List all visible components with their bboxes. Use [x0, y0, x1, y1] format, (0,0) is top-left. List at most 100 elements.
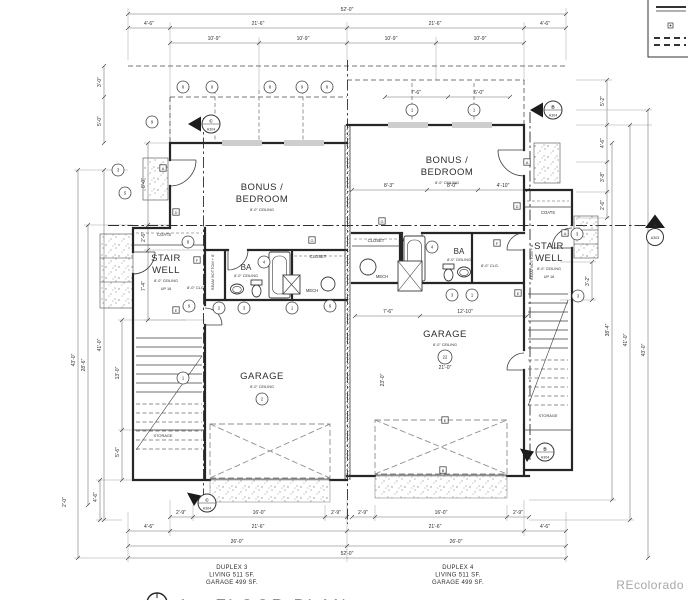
- section-letter: C: [205, 498, 209, 503]
- dim-text: 21'-6": [252, 21, 265, 27]
- dim-text: 16'-0": [253, 510, 266, 516]
- ceiling-note: 8'-0" CEILING: [154, 279, 178, 283]
- section-sheet: A304: [207, 128, 215, 132]
- closet-coats-label: COATS: [541, 210, 555, 215]
- dim-text: 10'-9": [297, 36, 310, 42]
- stairs-left: [135, 337, 203, 451]
- garage-doors: [209, 419, 508, 503]
- dim-text: 10'-9": [208, 36, 221, 42]
- dim-text: 4'-6": [144, 21, 154, 27]
- duplex4-garage-sf: GARAGE 499 SF.: [432, 580, 484, 586]
- dim-text: 43'-0": [641, 343, 647, 356]
- dim-text: 3'-0": [97, 77, 103, 87]
- tag: F: [496, 241, 499, 246]
- tag: A: [162, 166, 165, 171]
- mech-label: MECH: [376, 274, 388, 279]
- ceiling-note: 8'-0" CEILING: [435, 181, 459, 185]
- ceiling-note: 8'-0" CEILING: [250, 385, 274, 389]
- dim-text: 2'-9": [358, 510, 368, 516]
- clg-note: 8'-0" CLG.: [187, 285, 205, 290]
- dim-text: 43'-0": [71, 353, 77, 366]
- closet-label: CLOSET: [368, 238, 385, 243]
- dim-text: 4'-6": [540, 524, 550, 530]
- watermark: REcolorado: [616, 578, 684, 592]
- dim-text: 21'-0": [439, 365, 452, 371]
- dim-text: 2'-9": [513, 510, 523, 516]
- dim-text: 4'-10": [497, 183, 510, 189]
- room-bonus-bedroom: BEDROOM: [421, 167, 474, 178]
- dim-text: 4'-6": [93, 492, 99, 502]
- ceiling-note: 8'-0" CEILING: [447, 258, 471, 262]
- dim-text: 7'-6": [411, 90, 421, 96]
- keynote: 2: [261, 397, 264, 402]
- dim-text: 23'-0": [380, 373, 386, 386]
- room-bonus-bedroom: BONUS /: [426, 155, 469, 166]
- dim-text: 28'-6": [81, 358, 87, 371]
- duplex4-name: DUPLEX 4: [442, 565, 474, 571]
- ceiling-note: 8'-0" CEILING: [234, 274, 258, 278]
- tag: F: [196, 258, 199, 263]
- closet-label: CLOSET: [310, 254, 327, 259]
- keynote: 6: [329, 304, 332, 309]
- up-note: UP 16: [161, 287, 171, 291]
- dim-text: 41'-0": [623, 333, 629, 346]
- room-stairwell: STAIR: [151, 253, 181, 264]
- bath-fixtures-right: [359, 235, 471, 292]
- tag: D: [516, 204, 519, 209]
- tag: E: [175, 308, 178, 313]
- dim-text: 3'-2": [585, 276, 591, 286]
- room-garage: GARAGE: [240, 371, 284, 382]
- dim-text: 5'-0": [97, 116, 103, 126]
- bath-fixtures-left: [230, 251, 336, 299]
- section-arrow-icon: [188, 116, 201, 132]
- keynote: 3: [117, 168, 120, 173]
- keynote: 9: [188, 304, 191, 309]
- keynote: 3: [243, 306, 246, 311]
- dim-text: 2'-9": [176, 510, 186, 516]
- dim-overall-bottom: 52'-0": [341, 551, 354, 557]
- section-arrow-icon: [187, 492, 201, 506]
- room-garage: GARAGE: [423, 329, 467, 340]
- room-stairwell: STAIR: [534, 241, 564, 252]
- keynote: 2: [218, 306, 221, 311]
- beam-note: BEAM BOTTOM + 8': [529, 244, 534, 280]
- plan-title: 1st FLOOR PLAN: [178, 596, 348, 600]
- sheet-title: 1st FLOOR PLAN: [146, 592, 348, 600]
- duplex3-living-sf: LIVING 511 SF.: [209, 573, 254, 579]
- mech-label: MECH: [306, 288, 318, 293]
- dim-text: 7'-6": [383, 309, 393, 315]
- keynote: 3: [451, 293, 454, 298]
- keynote: 1: [473, 108, 476, 113]
- legend-box: [647, 0, 688, 58]
- keynote-bubbles: 8 9 8 9 8 9 1 1 3 5 8 9 2 3 4 1 6 1 2 22…: [111, 80, 585, 406]
- section-letter: A: [653, 223, 657, 228]
- dim-text: 2'-0": [62, 497, 68, 507]
- tag: E: [517, 291, 520, 296]
- dim-text: 21'-6": [429, 524, 442, 530]
- dim-text: 2'-6": [600, 200, 606, 210]
- dim-text: 4'-6": [540, 21, 550, 27]
- section-markers: C A304 B A304 A A303 B A304 C A304: [187, 100, 665, 513]
- dim-text: 7'-4": [141, 281, 147, 291]
- room-bath: BA: [241, 263, 252, 272]
- keynote: 8: [269, 85, 272, 90]
- dim-text: 5'-6": [115, 447, 121, 457]
- storage-label: STORAGE: [539, 413, 558, 418]
- dim-text: 12'-10": [457, 309, 473, 315]
- section-sheet: A304: [203, 507, 211, 511]
- keynote: 8: [187, 240, 190, 245]
- room-stairwell: WELL: [535, 253, 563, 264]
- keynote: 3: [577, 294, 580, 299]
- ceiling-note: 8'-0" CEILING: [537, 267, 561, 271]
- keynote: 8: [182, 85, 185, 90]
- keynote: 5: [124, 191, 127, 196]
- dim-text: 8'-3": [384, 183, 394, 189]
- room-bonus-bedroom: BEDROOM: [236, 194, 289, 205]
- keynote: 9: [301, 85, 304, 90]
- dim-text: 26'-0": [231, 539, 244, 545]
- section-sheet: A304: [541, 456, 549, 460]
- party-wall: [345, 125, 350, 480]
- dim-text: 3'-8": [600, 172, 606, 182]
- section-cut-lines: [108, 60, 648, 524]
